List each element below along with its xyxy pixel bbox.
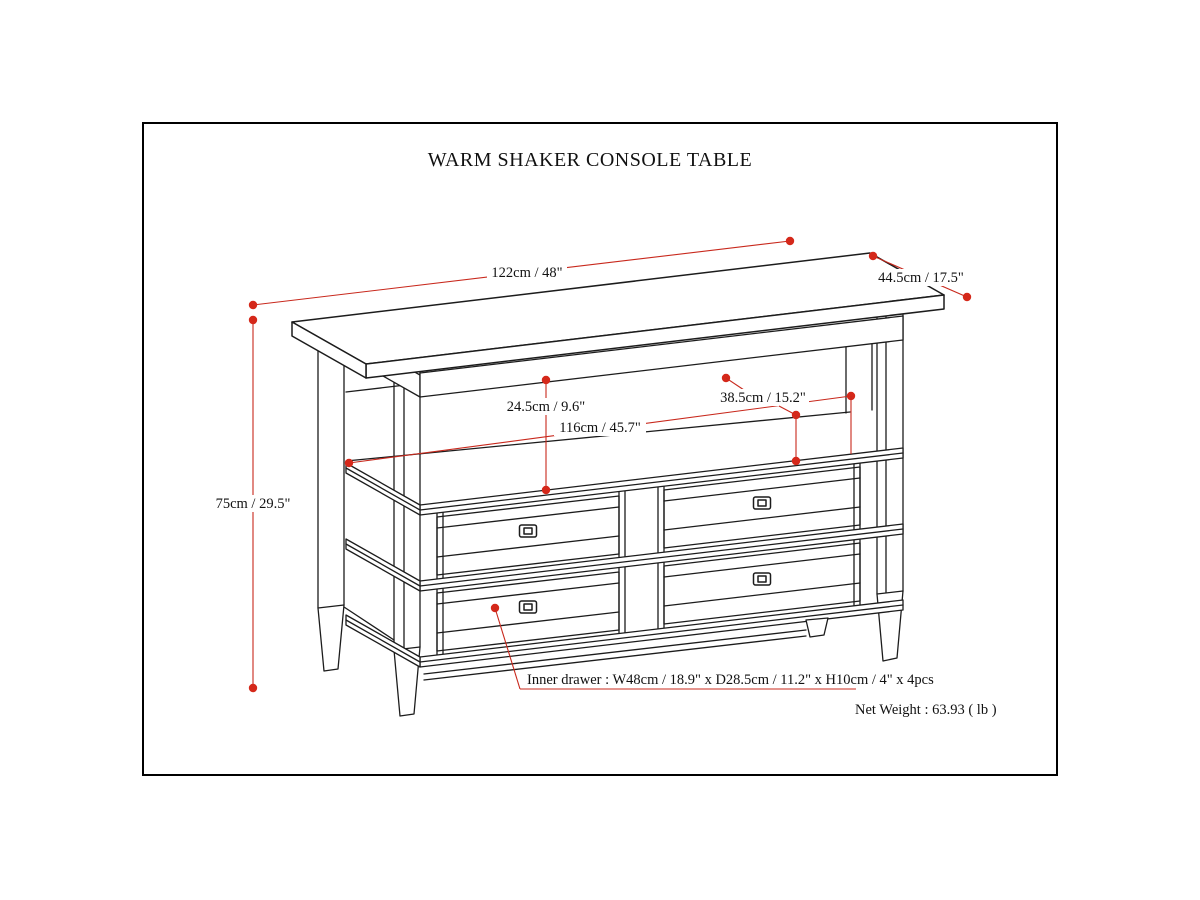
mid-rail-molding — [345, 523, 904, 592]
dimension-lines: 122cm / 48" 44.5cm / 17.5" 75cm / 29.5" … — [210, 236, 972, 693]
handle-icon — [518, 600, 538, 614]
dimension-endpoint-dot — [248, 683, 258, 693]
shelf-depth-label: 38.5cm / 15.2" — [720, 390, 806, 406]
console-table-drawing — [291, 252, 945, 717]
diagram-border — [142, 122, 1058, 776]
dimension-endpoint-dot — [248, 300, 258, 310]
tabletop — [291, 252, 945, 379]
inner-drawer-note: Inner drawer : W48cm / 18.9" x D28.5cm /… — [527, 672, 934, 688]
drawer-handles — [518, 496, 772, 614]
inner-drawer-callout — [490, 603, 856, 690]
shelf-clearance-label: 24.5cm / 9.6" — [507, 399, 585, 415]
shelf-width-label: 116cm / 45.7" — [559, 420, 641, 436]
dimension-endpoint-dot — [344, 458, 354, 468]
shelf-molding — [345, 447, 904, 516]
handle-icon — [518, 524, 538, 538]
drawer-top-right — [663, 466, 861, 549]
bottom-molding — [345, 599, 904, 668]
top-width-label: 122cm / 48" — [491, 265, 562, 281]
front-left-foot — [393, 646, 421, 717]
bottom-back-rail — [423, 617, 829, 681]
dimension-shelf-depth: 38.5cm / 15.2" — [717, 373, 852, 466]
back-left-foot — [317, 604, 345, 672]
handle-icon — [752, 496, 772, 510]
handle-icon — [752, 572, 772, 586]
dimension-endpoint-dot — [785, 236, 795, 246]
dimension-endpoint-dot — [541, 375, 551, 385]
dimension-overall-height: 75cm / 29.5" — [210, 315, 297, 693]
dimension-shelf-clearance: 24.5cm / 9.6" — [503, 375, 589, 495]
drawer-bottom-left — [436, 571, 620, 652]
drawer-top-left — [436, 495, 620, 576]
drawer-bottom-right — [663, 542, 861, 625]
dimension-endpoint-dot — [962, 292, 972, 302]
page-title: WARM SHAKER CONSOLE TABLE — [428, 149, 752, 171]
back-right-foot — [805, 617, 829, 638]
dimension-endpoint-dot — [248, 315, 258, 325]
net-weight-note: Net Weight : 63.93 ( lb ) — [855, 702, 997, 718]
dimension-endpoint-dot — [791, 456, 801, 466]
top-depth-label: 44.5cm / 17.5" — [878, 270, 964, 286]
dimension-endpoint-dot — [868, 251, 878, 261]
dimension-top-depth: 44.5cm / 17.5" — [868, 251, 972, 302]
dimension-top-width: 122cm / 48" — [248, 236, 795, 310]
overall-height-label: 75cm / 29.5" — [216, 496, 291, 512]
dimension-endpoint-dot — [541, 485, 551, 495]
dimension-shelf-width: 116cm / 45.7" — [344, 391, 856, 468]
